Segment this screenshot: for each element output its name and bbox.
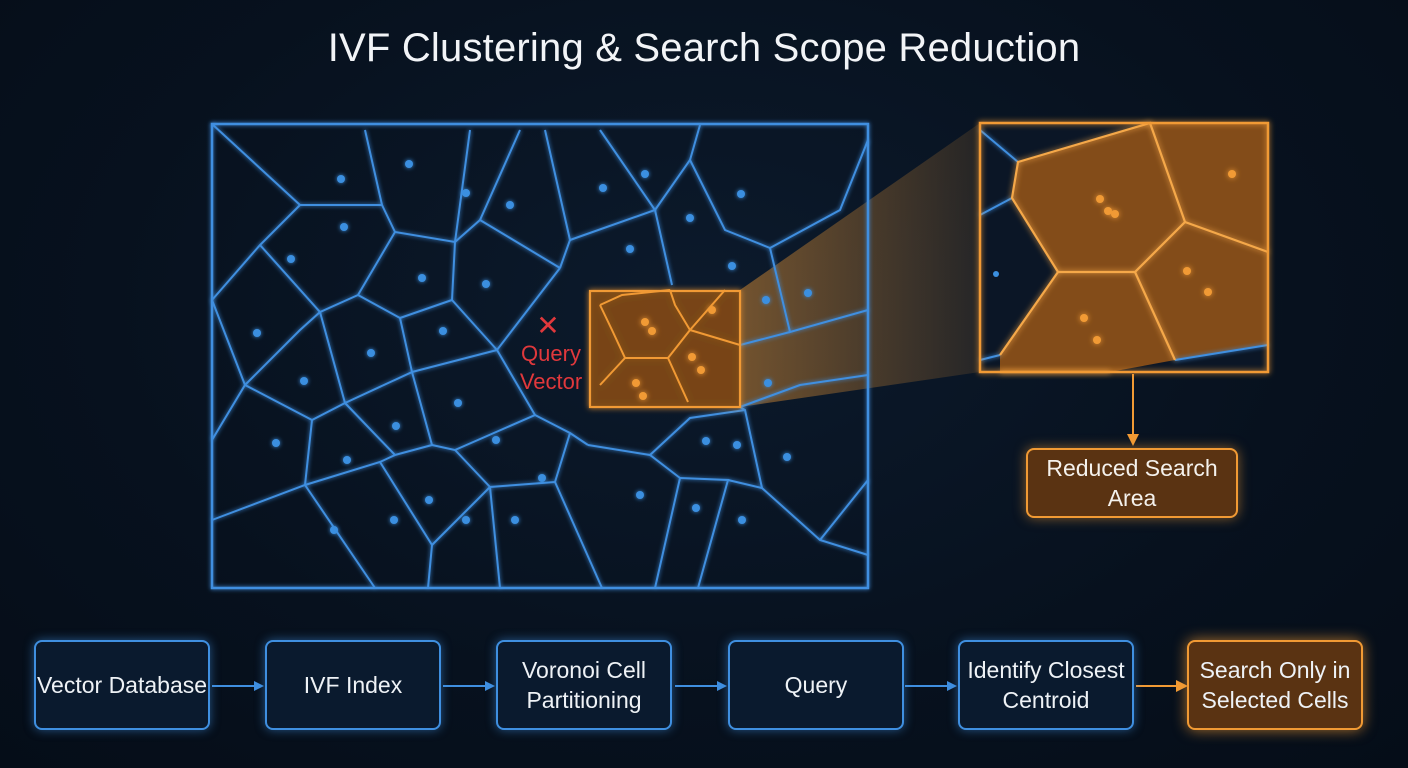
flow-step-vector-database: Vector Database: [34, 640, 210, 730]
flow-step-voronoi-partitioning: Voronoi Cell Partitioning: [496, 640, 672, 730]
selected-points: [632, 306, 716, 400]
voronoi-cells: [211, 123, 869, 589]
zoom-beam: [740, 123, 980, 407]
flow-step-ivf-index: IVF Index: [265, 640, 441, 730]
flow-step-query: Query: [728, 640, 904, 730]
flow-step-identify-centroid: Identify Closest Centroid: [958, 640, 1134, 730]
zoom-inset: [978, 121, 1270, 374]
centroids: [253, 160, 812, 534]
flow-step-search-selected-cells: Search Only in Selected Cells: [1187, 640, 1363, 730]
query-vector-label: Query Vector: [519, 341, 583, 394]
reduced-search-area-callout: Reduced Search Area: [1026, 448, 1238, 518]
query-marker-icon: ✕: [536, 310, 560, 341]
selected-cells: [588, 289, 742, 409]
vector-space-frame: [210, 122, 870, 590]
diagram-title: IVF Clustering & Search Scope Reduction: [327, 26, 1081, 70]
